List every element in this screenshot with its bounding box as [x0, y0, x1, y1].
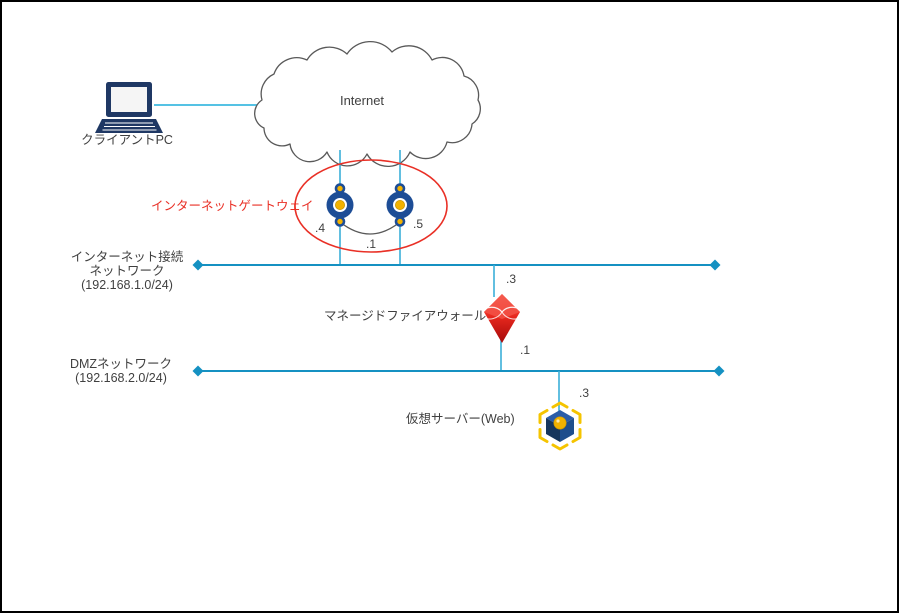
internet-network-label-line3: (192.168.1.0/24): [81, 278, 173, 292]
gateway-group-ellipse: [294, 159, 448, 253]
gateway-pair-arc: [339, 221, 401, 235]
firewall-port-lower: .1: [520, 343, 531, 357]
cloud-icon: [254, 40, 481, 168]
gateway-icon-right: [386, 183, 414, 227]
server-port: .3: [579, 386, 590, 400]
dmz-network-segment: [192, 365, 725, 377]
internet-network-label-line2: ネットワーク: [89, 264, 165, 278]
gateway-icon-left: [326, 183, 354, 227]
internet-label: Internet: [339, 93, 385, 108]
client-pc-label: クライアントPC: [81, 133, 173, 147]
firewall-port-upper: .3: [506, 272, 517, 286]
internet-gateway-label: インターネットゲートウェイ: [151, 199, 314, 213]
firewall-label: マネージドファイアウォール: [324, 309, 487, 323]
laptop-icon: [95, 82, 163, 133]
web-server-label: 仮想サーバー(Web): [406, 412, 515, 426]
dmz-network-label-line2: (192.168.2.0/24): [75, 371, 167, 385]
firewall-diamond-icon: [478, 294, 526, 343]
gateway-port-left: .4: [315, 221, 326, 235]
gateway-port-shared: .1: [366, 237, 377, 251]
dmz-network-label-line1: DMZネットワーク: [69, 357, 173, 371]
internet-network-label: インターネット接続 ネットワーク (192.168.1.0/24): [52, 250, 202, 292]
internet-network-label-line1: インターネット接続: [70, 250, 184, 264]
virtual-server-cube-icon: [538, 401, 582, 451]
dmz-network-label: DMZネットワーク (192.168.2.0/24): [46, 357, 196, 385]
gateway-port-right: .5: [413, 217, 424, 231]
internet-network-segment: [192, 259, 721, 271]
